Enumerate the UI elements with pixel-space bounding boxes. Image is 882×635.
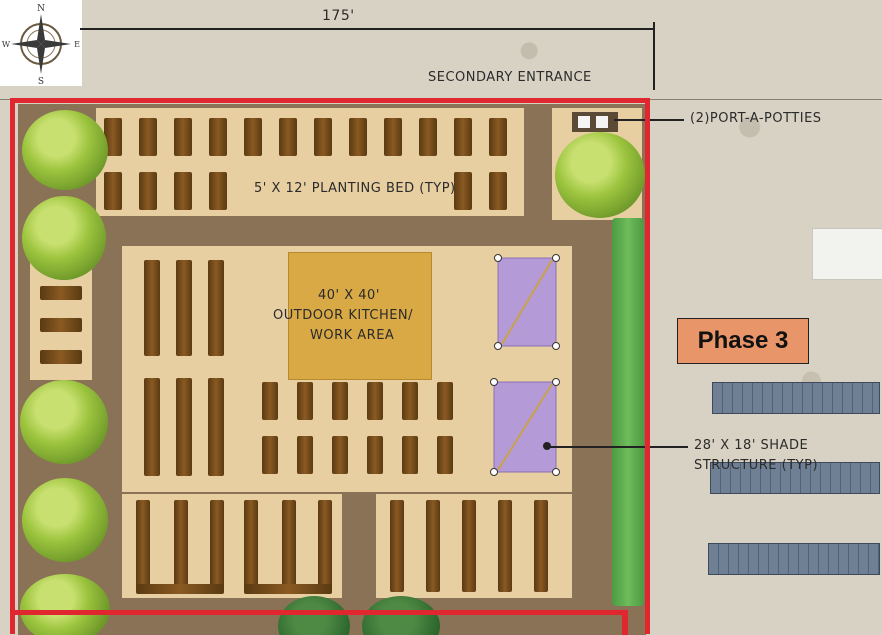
planting-bed xyxy=(367,382,383,420)
port-a-potties xyxy=(572,112,618,132)
compass-e: E xyxy=(74,40,80,49)
planting-bed xyxy=(244,500,258,592)
planting-bed xyxy=(297,436,313,474)
planting-bed xyxy=(208,260,224,356)
shade-structure xyxy=(494,254,560,350)
planting-bed xyxy=(139,118,157,156)
planting-bed xyxy=(40,350,82,364)
planting-bed xyxy=(367,436,383,474)
planting-bed xyxy=(454,172,472,210)
planting-bed xyxy=(40,286,82,300)
planting-bed xyxy=(297,382,313,420)
planting-bed xyxy=(262,436,278,474)
planting-bed xyxy=(136,584,224,594)
planting-bed xyxy=(144,378,160,476)
planting-bed xyxy=(136,500,150,592)
planting-bed xyxy=(209,118,227,156)
phase-boundary xyxy=(10,98,650,634)
planting-bed xyxy=(104,172,122,210)
planting-bed xyxy=(139,172,157,210)
callout-dot xyxy=(543,442,551,450)
planting-bed xyxy=(419,118,437,156)
dimension-label: 175' xyxy=(322,8,355,24)
callout-line xyxy=(548,446,688,448)
planting-bed xyxy=(462,500,476,592)
phase-boundary-south-edge xyxy=(622,610,628,635)
tree xyxy=(20,380,108,464)
planting-bed xyxy=(40,318,82,332)
planting-bed xyxy=(209,172,227,210)
planting-bed xyxy=(262,382,278,420)
kitchen-label-1: 40' X 40' xyxy=(318,288,380,303)
north-bed-area xyxy=(96,108,524,216)
solar-array xyxy=(708,543,880,575)
planting-bed xyxy=(174,500,188,592)
planting-bed xyxy=(208,378,224,476)
dimension-tick-right xyxy=(653,22,655,90)
planting-bed xyxy=(349,118,367,156)
planting-bed xyxy=(534,500,548,592)
compass-w: W xyxy=(2,40,11,49)
outdoor-kitchen xyxy=(288,252,432,380)
building-roof xyxy=(812,228,882,280)
planting-bed-label: 5' X 12' PLANTING BED (TYP) xyxy=(254,181,456,196)
compass-n: N xyxy=(37,4,45,14)
shade-label-1: 28' X 18' SHADE xyxy=(694,438,809,453)
compass-rose-icon: N S E W xyxy=(0,0,82,87)
planting-bed xyxy=(332,436,348,474)
planting-bed xyxy=(318,500,332,592)
solar-array xyxy=(712,382,880,414)
shade-structure xyxy=(490,378,562,476)
compass-s: S xyxy=(38,77,44,86)
tree xyxy=(555,132,645,218)
tree xyxy=(20,574,110,635)
planting-bed xyxy=(489,118,507,156)
planting-bed xyxy=(489,172,507,210)
green-strip xyxy=(612,218,644,606)
planting-bed xyxy=(144,260,160,356)
planting-bed xyxy=(104,118,122,156)
phase-boundary-south xyxy=(10,610,628,615)
planting-bed xyxy=(174,118,192,156)
planting-bed xyxy=(279,118,297,156)
planting-bed xyxy=(244,584,332,594)
planting-bed xyxy=(437,382,453,420)
planting-bed xyxy=(390,500,404,592)
planting-bed xyxy=(498,500,512,592)
planting-bed xyxy=(282,500,296,592)
phase-label-box: Phase 3 xyxy=(677,318,809,364)
planting-bed xyxy=(244,118,262,156)
port-a-potties-label: (2)PORT-A-POTTIES xyxy=(690,111,822,126)
kitchen-label-3: WORK AREA xyxy=(310,328,395,343)
planting-bed xyxy=(437,436,453,474)
dimension-line xyxy=(80,28,654,30)
planting-bed xyxy=(314,118,332,156)
phase-label: Phase 3 xyxy=(697,327,789,354)
tree xyxy=(22,110,108,190)
solar-array xyxy=(710,462,880,494)
planting-bed xyxy=(176,378,192,476)
planting-bed xyxy=(402,436,418,474)
planting-bed xyxy=(174,172,192,210)
secondary-entrance-label: SECONDARY ENTRANCE xyxy=(428,70,592,85)
planting-bed xyxy=(332,382,348,420)
south-bed-area-left xyxy=(122,494,342,598)
planting-bed xyxy=(426,500,440,592)
kitchen-label-2: OUTDOOR KITCHEN/ xyxy=(273,308,414,323)
tree xyxy=(22,478,108,562)
planting-bed xyxy=(454,118,472,156)
tree xyxy=(22,196,106,280)
shade-label-2: STRUCTURE (TYP) xyxy=(694,458,819,473)
planting-bed xyxy=(402,382,418,420)
planting-bed xyxy=(210,500,224,592)
planting-bed xyxy=(176,260,192,356)
planting-bed xyxy=(384,118,402,156)
